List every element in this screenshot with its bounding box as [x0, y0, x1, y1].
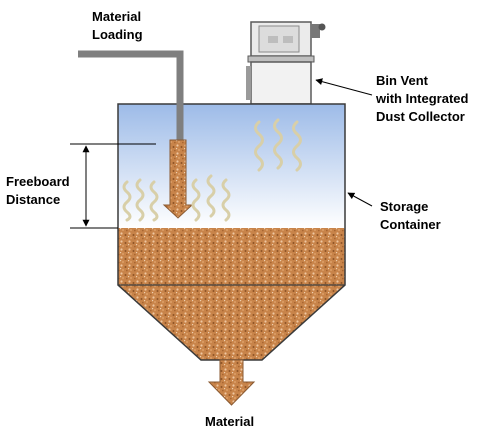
- material-loading-pipe: [78, 50, 184, 140]
- stored-material: [118, 228, 345, 285]
- hopper-cone: [118, 285, 345, 360]
- storage-container-leader-arrow: [347, 192, 373, 207]
- container-air-space: [118, 104, 345, 228]
- freeboard-distance-label: Freeboard Distance: [6, 174, 73, 207]
- freeboard-dimension: [70, 143, 156, 229]
- dust-plumes: [122, 118, 302, 222]
- bin-vent-leader-arrow: [315, 78, 373, 96]
- material-discharge-arrow: [207, 359, 256, 406]
- bin-vent-unit: [246, 21, 326, 105]
- material-output-label: Material: [205, 414, 254, 429]
- storage-container-label: Storage Container: [380, 199, 441, 232]
- material-loading-label: Material Loading: [92, 9, 145, 42]
- bin-vent-label: Bin Vent with Integrated Dust Collector: [375, 73, 472, 124]
- falling-material-arrow: [162, 139, 194, 219]
